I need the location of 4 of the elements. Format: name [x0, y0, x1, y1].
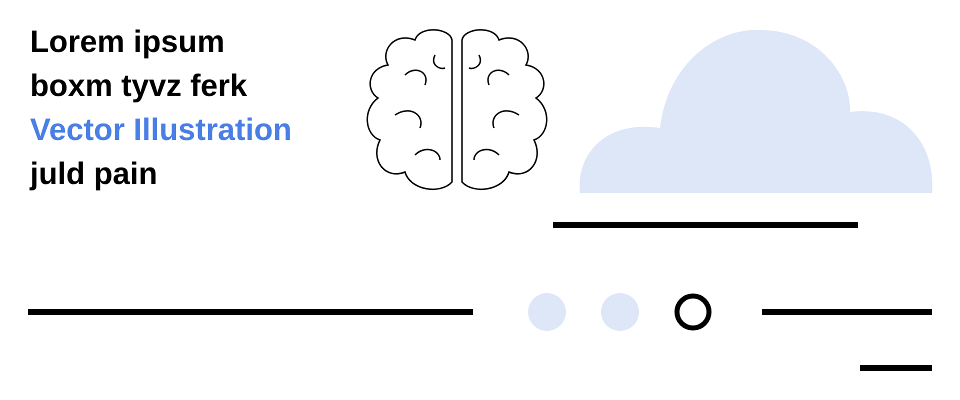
cloud-shape: [580, 30, 932, 193]
heading-text: juld pain: [30, 155, 158, 193]
heading-text: Lorem ipsum boxm tyvz ferk: [30, 23, 248, 105]
heading-text: Vector Illustration: [30, 111, 293, 149]
